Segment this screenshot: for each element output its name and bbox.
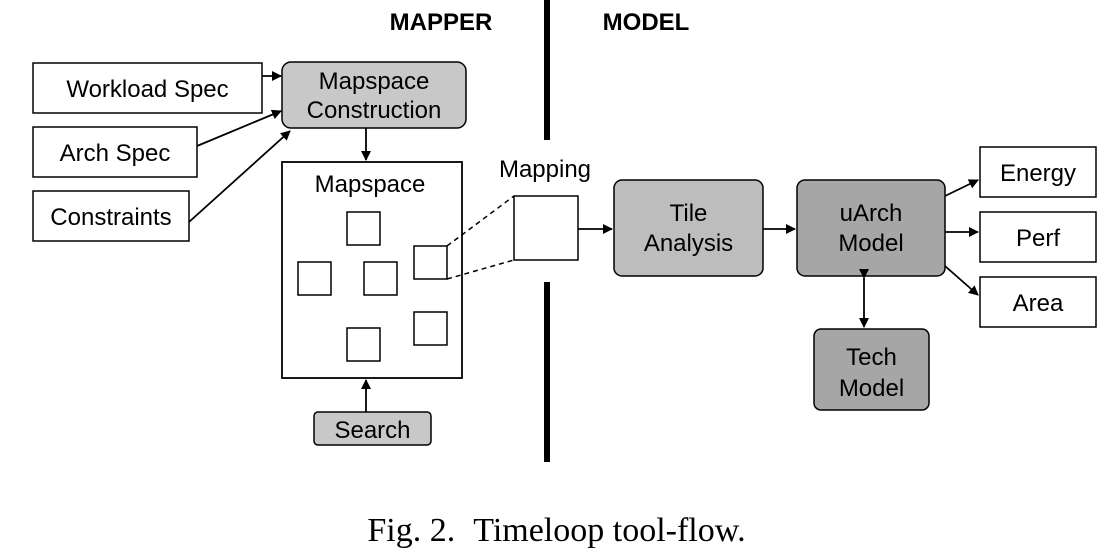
arrow-uarch-to-area	[944, 265, 979, 296]
arrow-uarch-to-energy	[944, 179, 979, 197]
energy-label: Energy	[1000, 160, 1076, 187]
uarch-model-line2: Model	[838, 230, 903, 257]
mapspace-construction-line2: Construction	[307, 97, 442, 124]
mapspace-point	[363, 261, 398, 296]
mapspace-point-selected	[413, 245, 448, 280]
mapspace-point	[346, 327, 381, 362]
tile-analysis-line2: Analysis	[644, 230, 733, 257]
mapspace-box: Mapspace	[281, 161, 463, 379]
arrow-arch-to-construction	[196, 109, 282, 147]
uarch-model-line1: uArch	[840, 200, 903, 227]
constraints-box: Constraints	[32, 190, 190, 242]
area-label: Area	[1013, 290, 1064, 317]
mapping-zoom-line-bottom	[446, 259, 515, 280]
search-box: Search	[313, 411, 432, 446]
tile-analysis-box: Tile Analysis	[613, 179, 764, 277]
mapspace-construction-box: Mapspace Construction	[281, 61, 467, 129]
mapspace-point	[297, 261, 332, 296]
arch-spec-box: Arch Spec	[32, 126, 198, 178]
model-header: MODEL	[603, 9, 690, 36]
tech-model-line2: Model	[839, 375, 904, 402]
tech-model-line1: Tech	[846, 344, 897, 371]
area-box: Area	[979, 276, 1097, 328]
tile-analysis-line1: Tile	[670, 200, 708, 227]
constraints-label: Constraints	[50, 204, 171, 231]
mapspace-construction-line1: Mapspace	[319, 68, 430, 95]
workload-spec-box: Workload Spec	[32, 62, 263, 114]
search-label: Search	[334, 417, 410, 444]
figure-caption-text: Timeloop tool-flow.	[473, 512, 746, 549]
uarch-model-box: uArch Model	[796, 179, 946, 277]
perf-label: Perf	[1016, 225, 1060, 252]
mapping-zoom-line-top	[446, 195, 515, 247]
arch-spec-label: Arch Spec	[60, 140, 171, 167]
mapspace-point	[413, 311, 448, 346]
perf-box: Perf	[979, 211, 1097, 263]
mapspace-label: Mapspace	[315, 171, 426, 198]
figure-caption: Fig. 2. Timeloop tool-flow.	[0, 512, 1113, 550]
arrow-constraints-to-construction	[188, 130, 291, 223]
figure-number: Fig. 2.	[367, 512, 456, 549]
mapspace-point	[346, 211, 381, 246]
energy-box: Energy	[979, 146, 1097, 198]
tech-model-box: Tech Model	[813, 328, 930, 411]
timeloop-tool-flow-diagram: MAPPER MODEL Workload Spec Arch Spec Con…	[32, 0, 1097, 462]
mapping-box	[513, 195, 579, 261]
mapper-header: MAPPER	[390, 9, 493, 36]
workload-spec-label: Workload Spec	[66, 76, 228, 103]
mapping-label: Mapping	[499, 156, 591, 183]
